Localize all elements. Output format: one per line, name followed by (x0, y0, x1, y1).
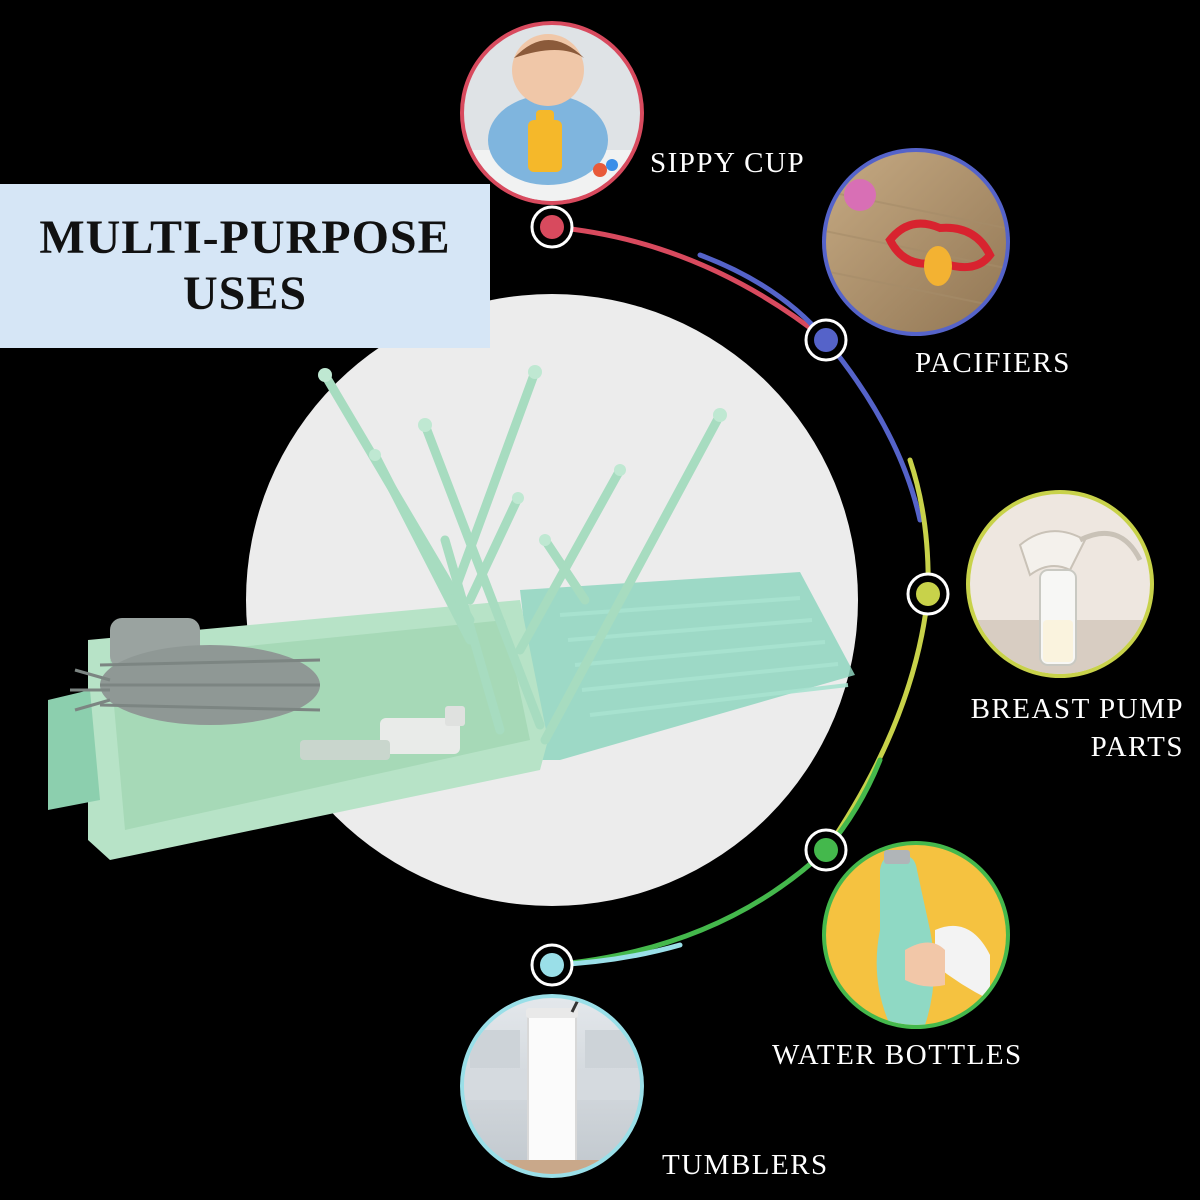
water-bottle-photo (822, 841, 1010, 1029)
label-tumblers: TUMBLERS (662, 1149, 829, 1181)
label-breast-pump-line-2: PARTS (1090, 731, 1184, 763)
headline-box: MULTI-PURPOSE USES (0, 184, 490, 348)
bottle-brush (70, 618, 321, 725)
label-breast-pump-parts: BREAST PUMP PARTS (971, 690, 1184, 766)
arc-node-pacifiers (804, 318, 848, 362)
label-sippy-cup: SIPPY CUP (650, 147, 806, 179)
headline-line-2: USES (182, 267, 308, 320)
arc-node-breast-pump (906, 572, 950, 616)
arc-node-sippy-cup (530, 205, 574, 249)
spray-bottle (300, 706, 465, 760)
label-water-bottles: WATER BOTTLES (772, 1039, 1023, 1071)
headline-line-1: MULTI-PURPOSE (39, 211, 451, 264)
pacifier-photo (822, 148, 1010, 336)
arc-node-tumblers (530, 943, 574, 987)
sippy-cup-photo (460, 21, 644, 205)
breast-pump-photo (966, 490, 1154, 678)
tumbler-photo (460, 994, 644, 1178)
drying-prongs (320, 367, 725, 745)
arc-node-water-bottles (804, 828, 848, 872)
label-breast-pump-line-1: BREAST PUMP (970, 693, 1184, 725)
drying-rack-product (48, 365, 855, 860)
label-pacifiers: PACIFIERS (915, 347, 1071, 379)
